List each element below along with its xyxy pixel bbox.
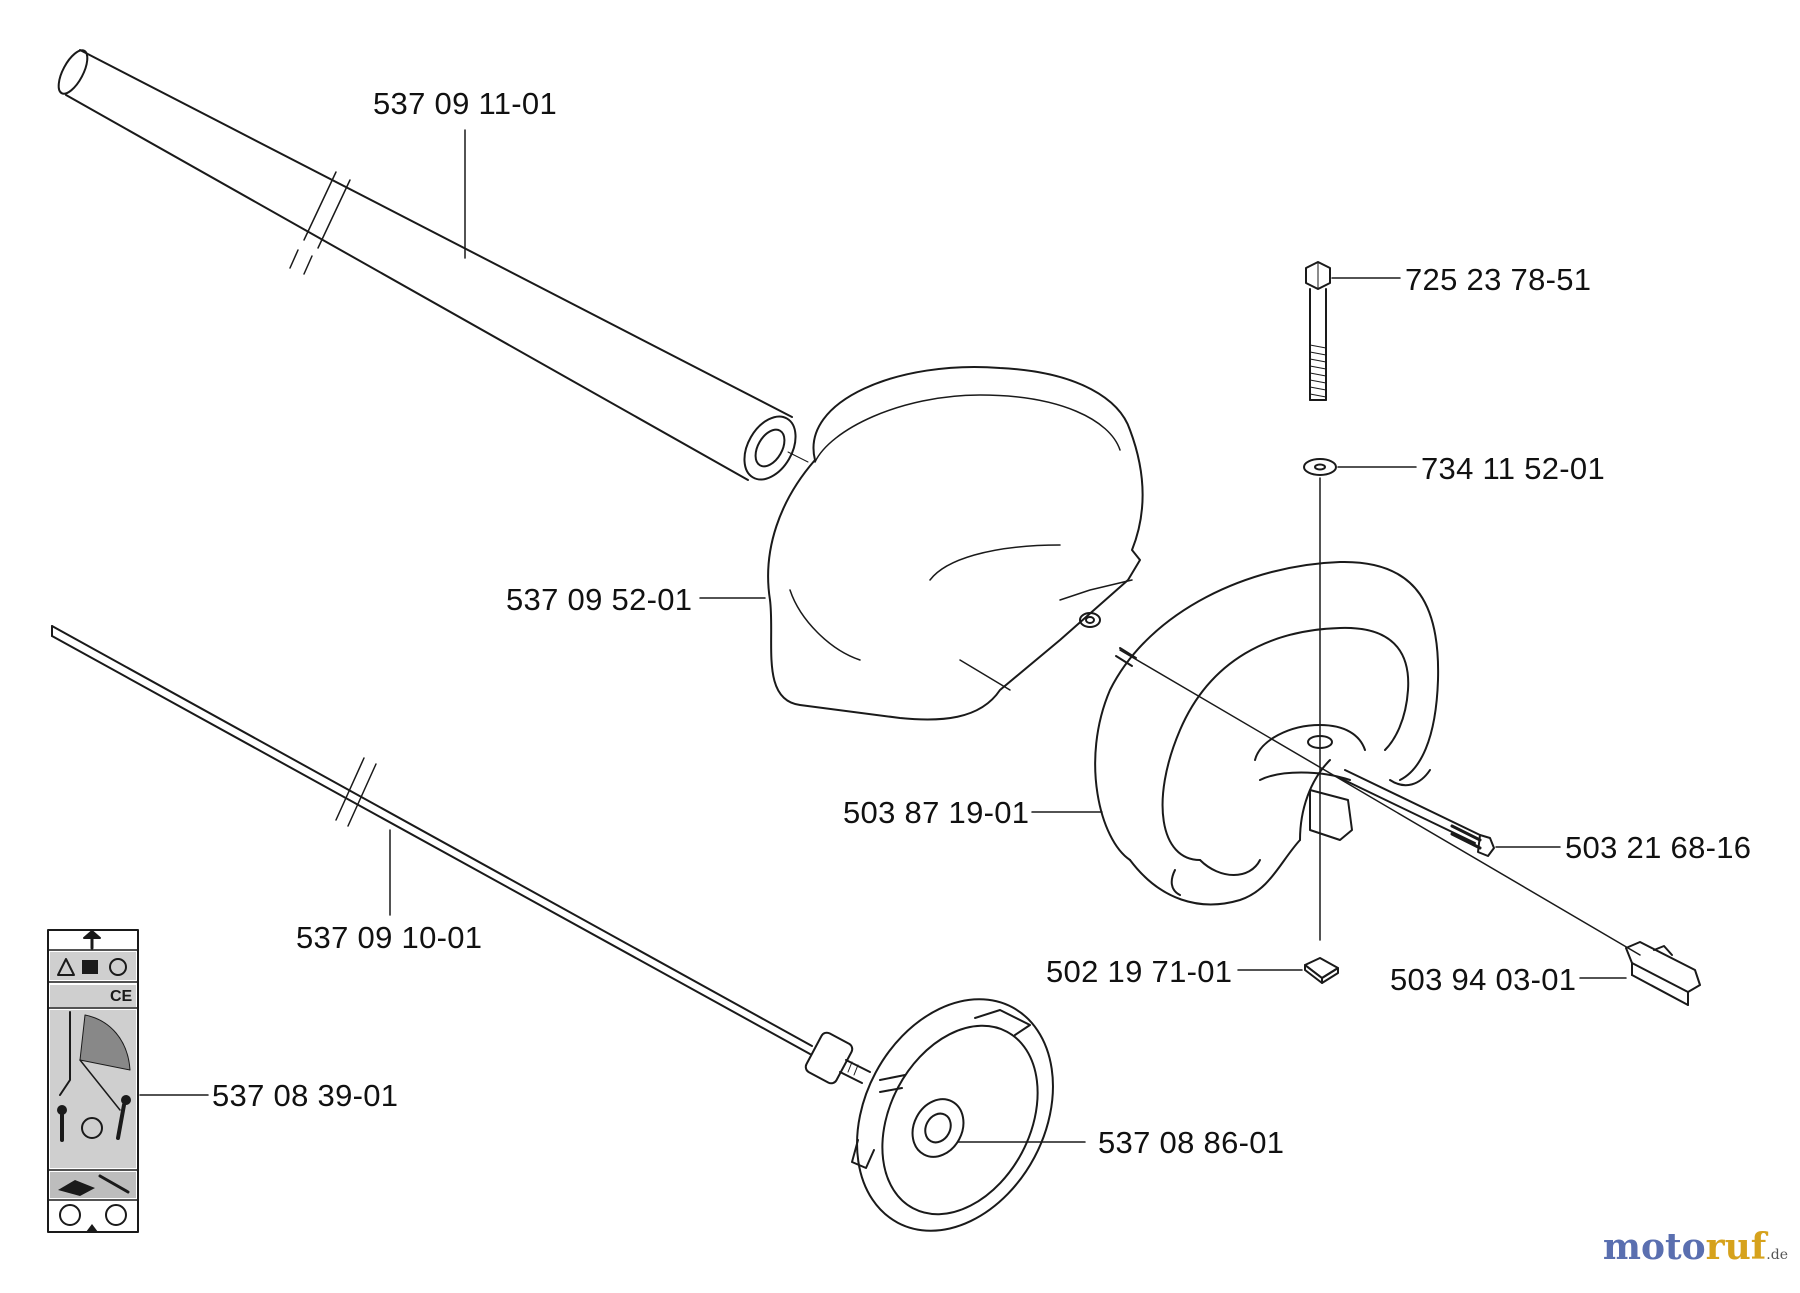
bolt bbox=[1306, 262, 1330, 400]
label-shaft-tube: 537 09 11-01 bbox=[373, 86, 558, 121]
label-drive-shaft: 537 09 10-01 bbox=[296, 920, 483, 955]
label-decal: 537 08 39-01 bbox=[212, 1078, 399, 1113]
label-screw: 503 21 68-16 bbox=[1565, 830, 1752, 865]
clip bbox=[1626, 942, 1700, 1005]
hub bbox=[818, 965, 1091, 1265]
label-square-nut: 502 19 71-01 bbox=[1046, 954, 1233, 989]
label-washer: 734 11 52-01 bbox=[1421, 451, 1606, 486]
washer bbox=[1304, 459, 1336, 475]
handle bbox=[1095, 562, 1480, 904]
watermark-brand-a: moto bbox=[1602, 1226, 1706, 1268]
watermark-domain: .de bbox=[1766, 1247, 1788, 1263]
watermark-logo: motoruf.de bbox=[1603, 1226, 1788, 1268]
label-clip: 503 94 03-01 bbox=[1390, 962, 1577, 997]
label-guard: 537 09 52-01 bbox=[506, 582, 693, 617]
label-handle: 503 87 19-01 bbox=[843, 795, 1030, 830]
decal-ce-mark: CE bbox=[110, 988, 133, 1005]
guard bbox=[768, 367, 1143, 720]
square-nut bbox=[1305, 958, 1338, 983]
watermark-brand-b: ruf bbox=[1705, 1226, 1767, 1268]
shaft-tube bbox=[53, 46, 808, 488]
decal bbox=[48, 930, 138, 1232]
label-hub: 537 08 86-01 bbox=[1098, 1125, 1285, 1160]
drive-shaft bbox=[52, 626, 870, 1085]
screw bbox=[1452, 826, 1494, 856]
drive-axis bbox=[1120, 650, 1640, 955]
label-bolt: 725 23 78-51 bbox=[1405, 262, 1592, 297]
